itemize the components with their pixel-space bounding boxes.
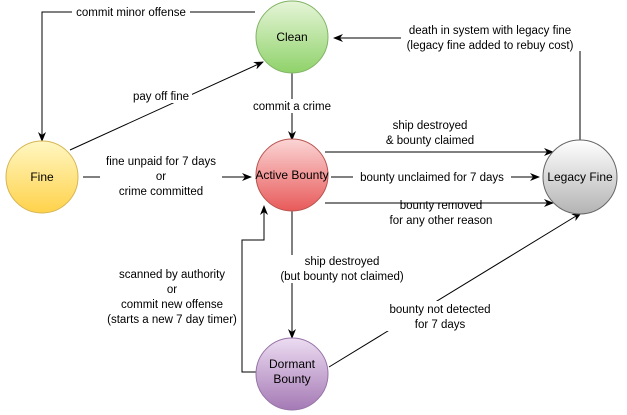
label-clean-to-active: commit a crime [249,99,335,113]
label-fine-to-active: fine unpaid for 7 days or crime committe… [100,154,222,198]
label-line: (starts a new 7 day timer) [107,314,237,326]
label-line: (legacy fine added to rebuy cost) [407,40,574,52]
edge-dormant-to-active [241,205,268,373]
node-active-bounty: Active Bounty [255,138,329,212]
label-active-to-legacy-destroyed: ship destroyed & bounty claimed [386,120,474,147]
node-dormant-bounty-shape [255,337,329,411]
label-line: scanned by authority [119,269,225,281]
label-dormant-to-legacy: bounty not detected for 7 days [384,301,496,331]
label-line: (but bounty not claimed) [280,271,404,283]
label-line: or [156,171,166,183]
label-line: commit minor offense [76,7,186,19]
label-line: bounty not detected [389,304,490,316]
label-line: bounty unclaimed for 7 days [360,172,504,184]
edge-dormant-to-legacy [328,212,582,368]
node-fine: Fine [5,140,79,214]
node-active-bounty-shape [255,138,329,212]
label-line: for 7 days [415,319,466,331]
label-active-to-dormant: ship destroyed (but bounty not claimed) [274,255,410,283]
label-line: & bounty claimed [386,135,474,147]
node-dormant-bounty: Dormant Bounty [255,337,329,411]
label-line: or [167,284,177,296]
label-clean-to-fine: commit minor offense [72,5,190,19]
label-line: bounty removed [400,200,482,212]
node-fine-label: Fine [30,170,54,184]
label-line: crime committed [119,186,203,198]
label-line: ship destroyed [393,120,468,132]
edge-fine-to-clean [69,61,264,151]
label-line: commit new offense [121,299,223,311]
label-line: fine unpaid for 7 days [106,156,216,168]
label-legacy-to-clean: death in system with legacy fine (legacy… [401,23,581,52]
label-active-to-legacy-removed: bounty removed for any other reason [390,200,493,227]
label-line: death in system with legacy fine [409,25,571,37]
label-line: pay off fine [133,91,189,103]
node-dormant-bounty-label: Bounty [273,372,310,386]
node-clean: Clean [255,0,329,74]
node-legacy-fine: Legacy Fine [542,139,618,215]
label-fine-to-clean: pay off fine [130,89,192,103]
label-line: ship destroyed [305,256,380,268]
node-dormant-bounty-label: Dormant [269,357,316,371]
label-active-to-legacy-unclaimed: bounty unclaimed for 7 days [353,170,511,184]
node-legacy-fine-label: Legacy Fine [547,170,613,184]
node-fine-shape [5,140,79,214]
node-clean-label: Clean [276,30,307,44]
node-legacy-fine-shape [542,139,618,215]
label-dormant-to-active: scanned by authority or commit new offen… [107,269,237,326]
label-line: for any other reason [390,215,493,227]
node-active-bounty-label: Active Bounty [255,168,328,182]
label-line: commit a crime [253,101,331,113]
node-clean-shape [255,0,329,74]
edge-clean-to-fine [38,11,255,142]
